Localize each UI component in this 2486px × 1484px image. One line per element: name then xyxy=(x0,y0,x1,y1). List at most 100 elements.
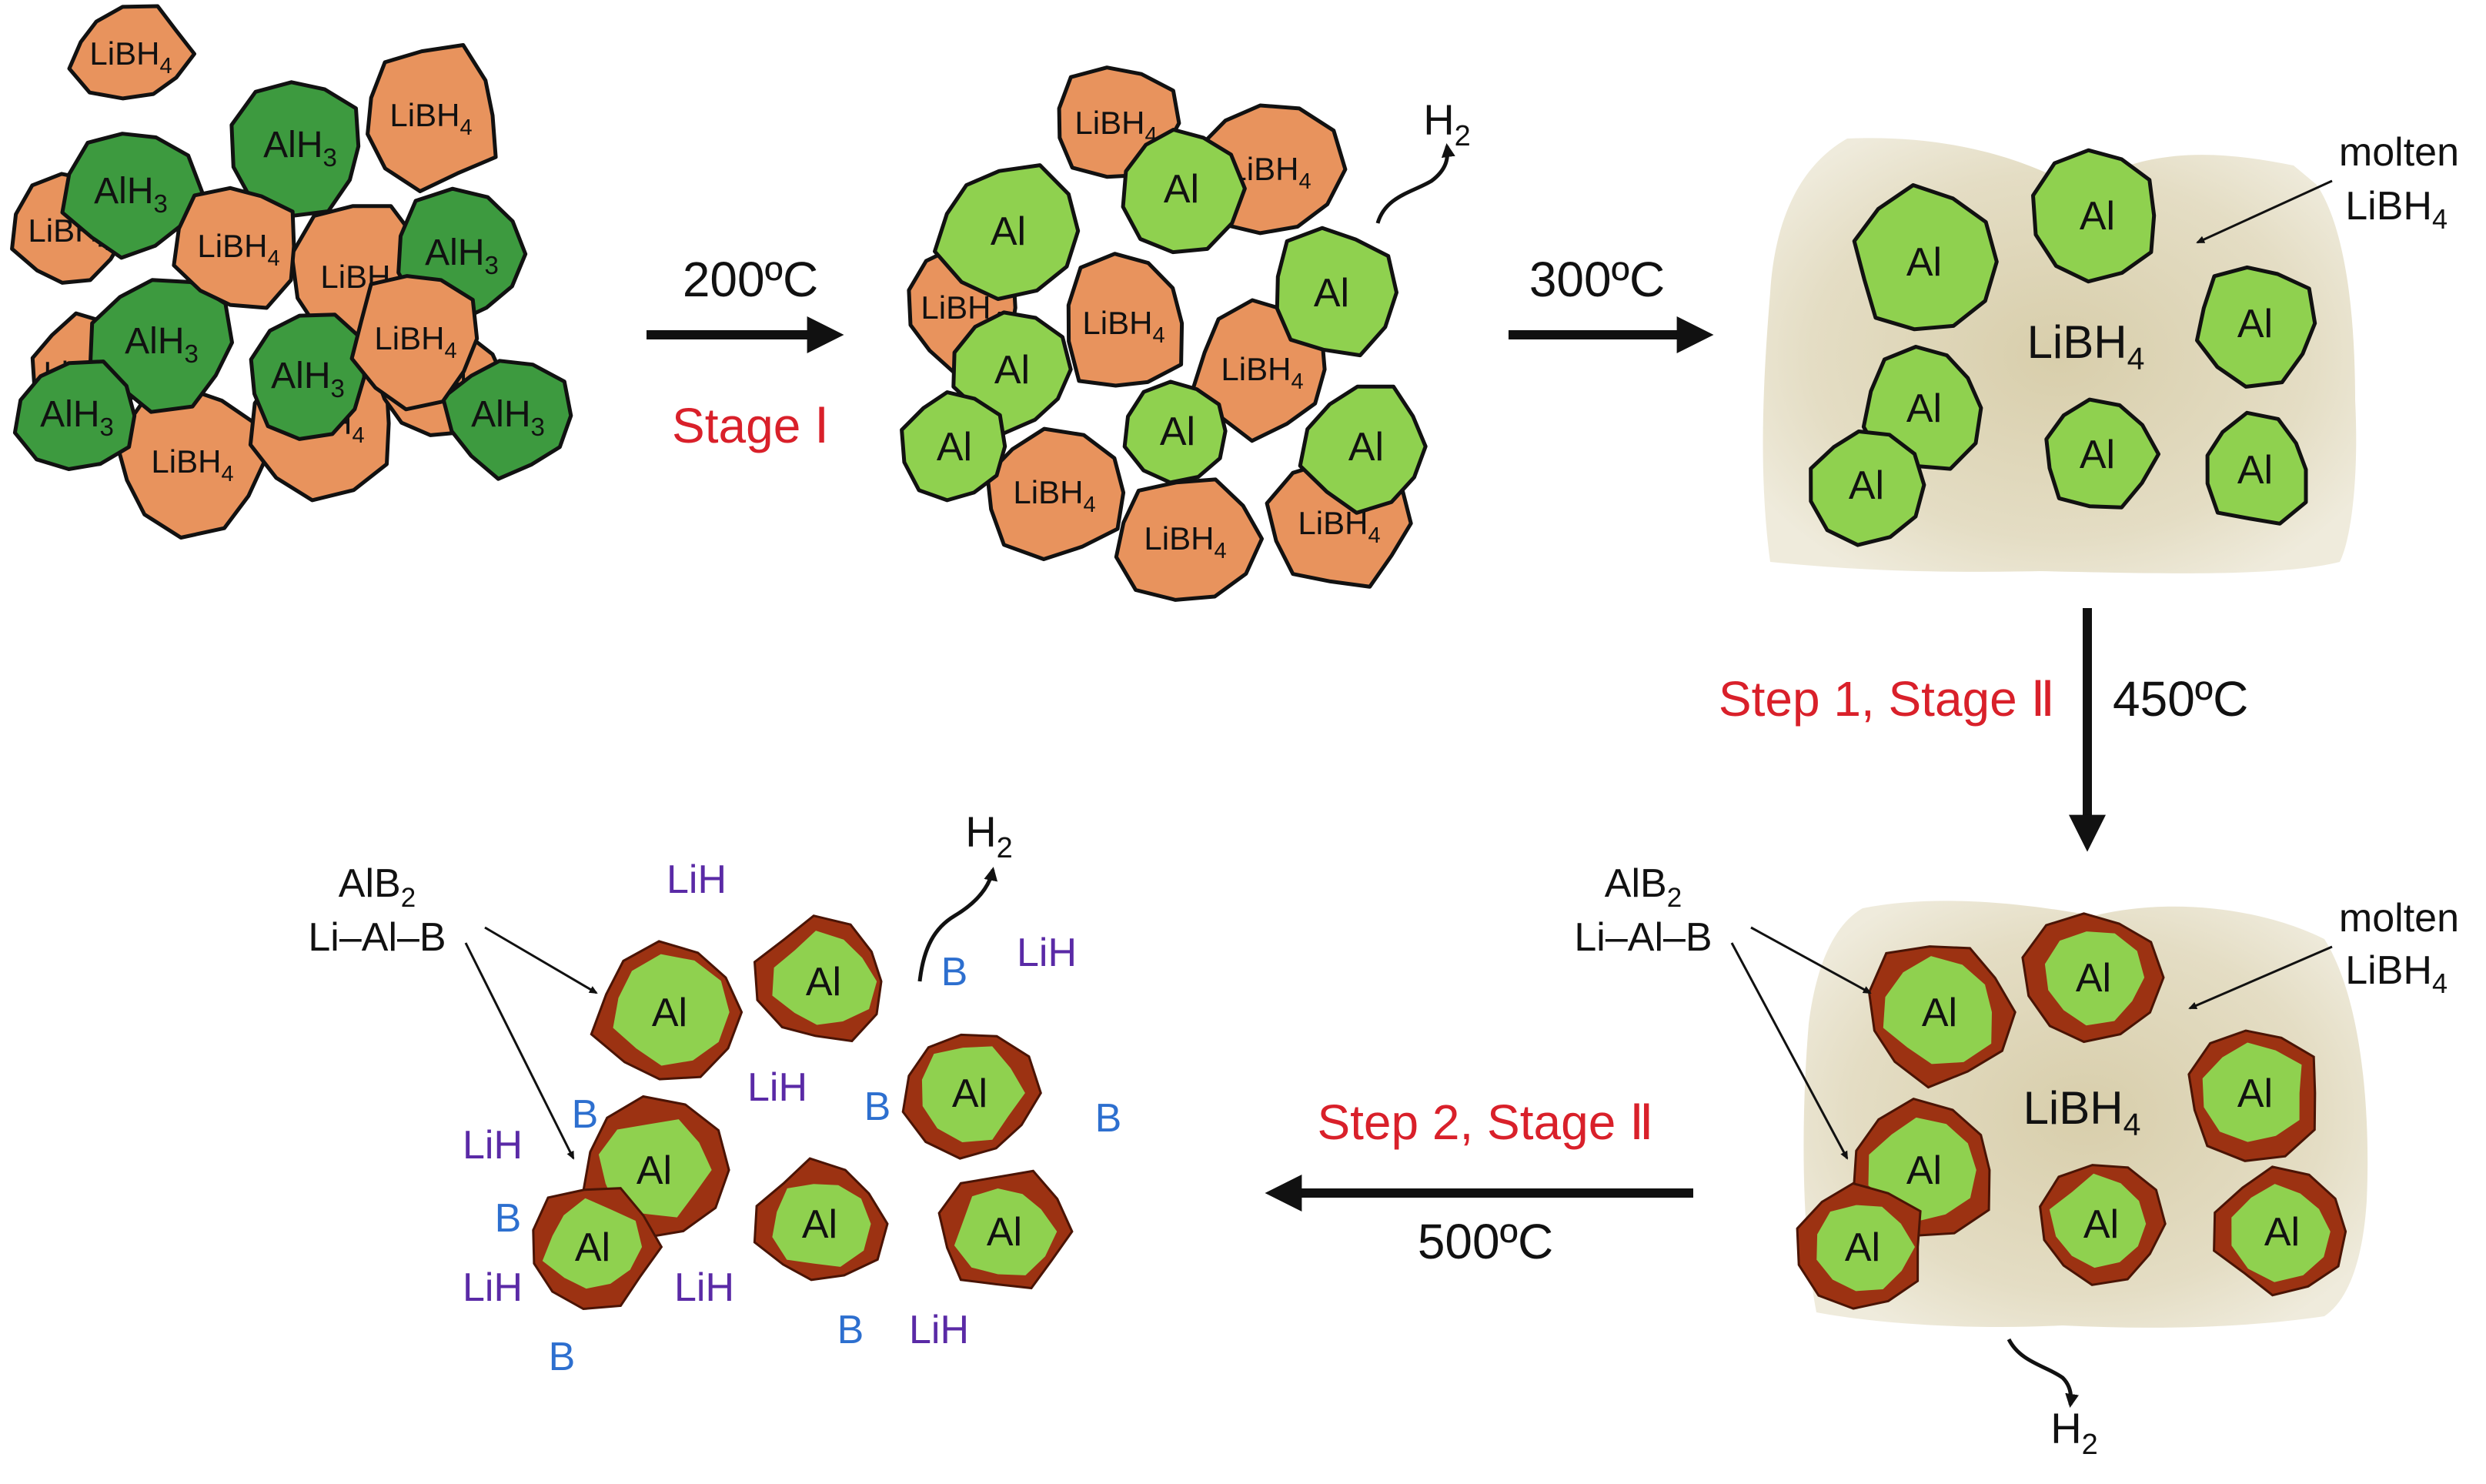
al-label-text: Al xyxy=(1845,1225,1880,1270)
al-label: Al xyxy=(2083,1202,2119,1247)
libh4-sub: 4 xyxy=(2432,203,2448,235)
libh4-particle: LiBH4 xyxy=(985,426,1126,561)
alh3-label-text: AlH xyxy=(425,232,484,273)
alh3-label-sub: 3 xyxy=(99,413,113,441)
libh4-particle: LiBH4 xyxy=(172,186,296,310)
alh3-label: AlH3 xyxy=(425,232,499,279)
al-core xyxy=(542,1198,643,1289)
libh4-particle-shape xyxy=(67,4,196,101)
libh4-label: LiBH4 xyxy=(151,443,233,486)
h2-sub: 2 xyxy=(2082,1429,2098,1461)
lih-label: LiH xyxy=(463,1123,523,1168)
lih-label: LiH xyxy=(909,1308,969,1352)
al-label-text: Al xyxy=(1906,386,1942,431)
libh4-particle-shape xyxy=(1066,252,1185,388)
libh4-pool-label-text: LiBH xyxy=(2023,1082,2123,1134)
al-label: Al xyxy=(1906,240,1942,285)
alb2-label: AlB2 xyxy=(339,861,416,913)
libh4-label: LiBH4 xyxy=(1082,305,1164,348)
callout-pointer xyxy=(464,942,575,1160)
boron-label: B xyxy=(837,1308,864,1352)
panel-stage1-product: LiBH4LiBH4LiBH4LiBH4LiBH4LiBH4LiBH4LiBH4… xyxy=(900,65,1428,602)
shelled-al-particle: Al xyxy=(532,1187,663,1311)
al-label-text: Al xyxy=(1849,463,1884,508)
h2-arrow-step1 xyxy=(2007,1338,2080,1408)
al-core xyxy=(1816,1205,1915,1292)
al-label-text: Al xyxy=(637,1148,672,1193)
al-particle-shape xyxy=(1809,429,1926,547)
shelled-al-particle: Al xyxy=(753,1157,889,1282)
shelled-al-particle: Al xyxy=(2021,912,2165,1044)
alh3-label-text: AlH xyxy=(471,394,530,435)
step1-stage2-label: Step 1, Stage Ⅱ xyxy=(1719,671,2055,727)
libh4-label-text: LiBH xyxy=(1074,105,1144,141)
al-core xyxy=(613,954,730,1066)
al-label-text: Al xyxy=(1922,991,1957,1035)
libh4-base: LiBH xyxy=(2345,184,2432,229)
temp-300c: 300ºC xyxy=(1529,252,1665,307)
shelled-al-particle: Al xyxy=(2213,1165,2347,1297)
lih-label: LiH xyxy=(747,1065,807,1110)
al-label: Al xyxy=(937,425,972,470)
h2-label-step2: H2 xyxy=(965,807,1013,864)
al-particle-shape xyxy=(1275,226,1398,358)
libh4-label-sub: 4 xyxy=(444,339,456,363)
al-particle-shape xyxy=(1298,384,1428,515)
lih-label: LiH xyxy=(463,1265,523,1310)
al-label: Al xyxy=(2080,433,2115,477)
molten-label-2: molten xyxy=(2339,896,2459,941)
libh4-label-text: LiBH xyxy=(197,228,267,264)
libh4-particle: LiBH4 xyxy=(349,274,479,412)
al-particle-shape xyxy=(900,390,1007,503)
temp-450c: 450ºC xyxy=(2113,671,2248,727)
temp-500c: 500ºC xyxy=(1418,1214,1553,1269)
alh3-particle-shape xyxy=(249,313,366,441)
al-label: Al xyxy=(2076,956,2111,1001)
libh4-pool-label: LiBH4 xyxy=(2027,316,2145,376)
h2-base: H xyxy=(965,807,996,856)
callout-pointer xyxy=(484,926,598,994)
al-label: Al xyxy=(1849,463,1884,508)
libh4-label-sub: 4 xyxy=(1298,169,1311,194)
shelled-al-particle: Al xyxy=(2187,1029,2317,1162)
al-label: Al xyxy=(2080,194,2115,239)
libh4-particle-shape xyxy=(172,186,296,310)
molten-libh4-label-1: LiBH4 xyxy=(2345,184,2448,235)
h2-label-step1: H2 xyxy=(2050,1404,2098,1461)
al-label: Al xyxy=(575,1225,610,1270)
al-particle-shape xyxy=(2044,397,2160,510)
al-particle-shape xyxy=(2205,410,2308,526)
molten-libh4-label-2: LiBH4 xyxy=(2345,948,2448,999)
al-particle: Al xyxy=(2205,410,2308,526)
al-label-text: Al xyxy=(2083,1202,2119,1247)
al-label-text: Al xyxy=(2076,956,2111,1001)
al-label: Al xyxy=(1160,409,1195,454)
al-label: Al xyxy=(1314,271,1349,316)
libh4-label-text: LiBH xyxy=(921,289,991,326)
alh3-label-text: AlH xyxy=(125,321,184,362)
libh4-label-sub: 4 xyxy=(1291,369,1303,394)
al-label-text: Al xyxy=(2080,433,2115,477)
libh4-particle: LiBH4 xyxy=(114,384,266,540)
alh3-label: AlH3 xyxy=(471,394,545,441)
shelled-al-particle: Al xyxy=(1867,945,2017,1089)
alh3-label: AlH3 xyxy=(263,125,337,172)
libh4-label: LiBH4 xyxy=(389,97,472,140)
al-label: Al xyxy=(2237,1071,2273,1116)
al-label: Al xyxy=(1164,167,1199,212)
libh4-label-text: LiBH xyxy=(374,320,444,356)
al-label: Al xyxy=(2264,1210,2300,1255)
libh4-pool-label-sub: 4 xyxy=(2123,1107,2141,1142)
al-label-text: Al xyxy=(1314,271,1349,316)
libh4-label-sub: 4 xyxy=(1368,523,1380,548)
alh3-label-sub: 3 xyxy=(322,143,336,172)
al-core xyxy=(1883,956,1992,1065)
alh3-label-sub: 3 xyxy=(330,374,344,403)
al-label-text: Al xyxy=(652,991,687,1035)
libh4-particle: LiBH4 xyxy=(67,4,196,101)
al-particle: Al xyxy=(2044,397,2160,510)
al-particle: Al xyxy=(1275,226,1398,358)
libh4-sub: 4 xyxy=(2432,968,2448,999)
